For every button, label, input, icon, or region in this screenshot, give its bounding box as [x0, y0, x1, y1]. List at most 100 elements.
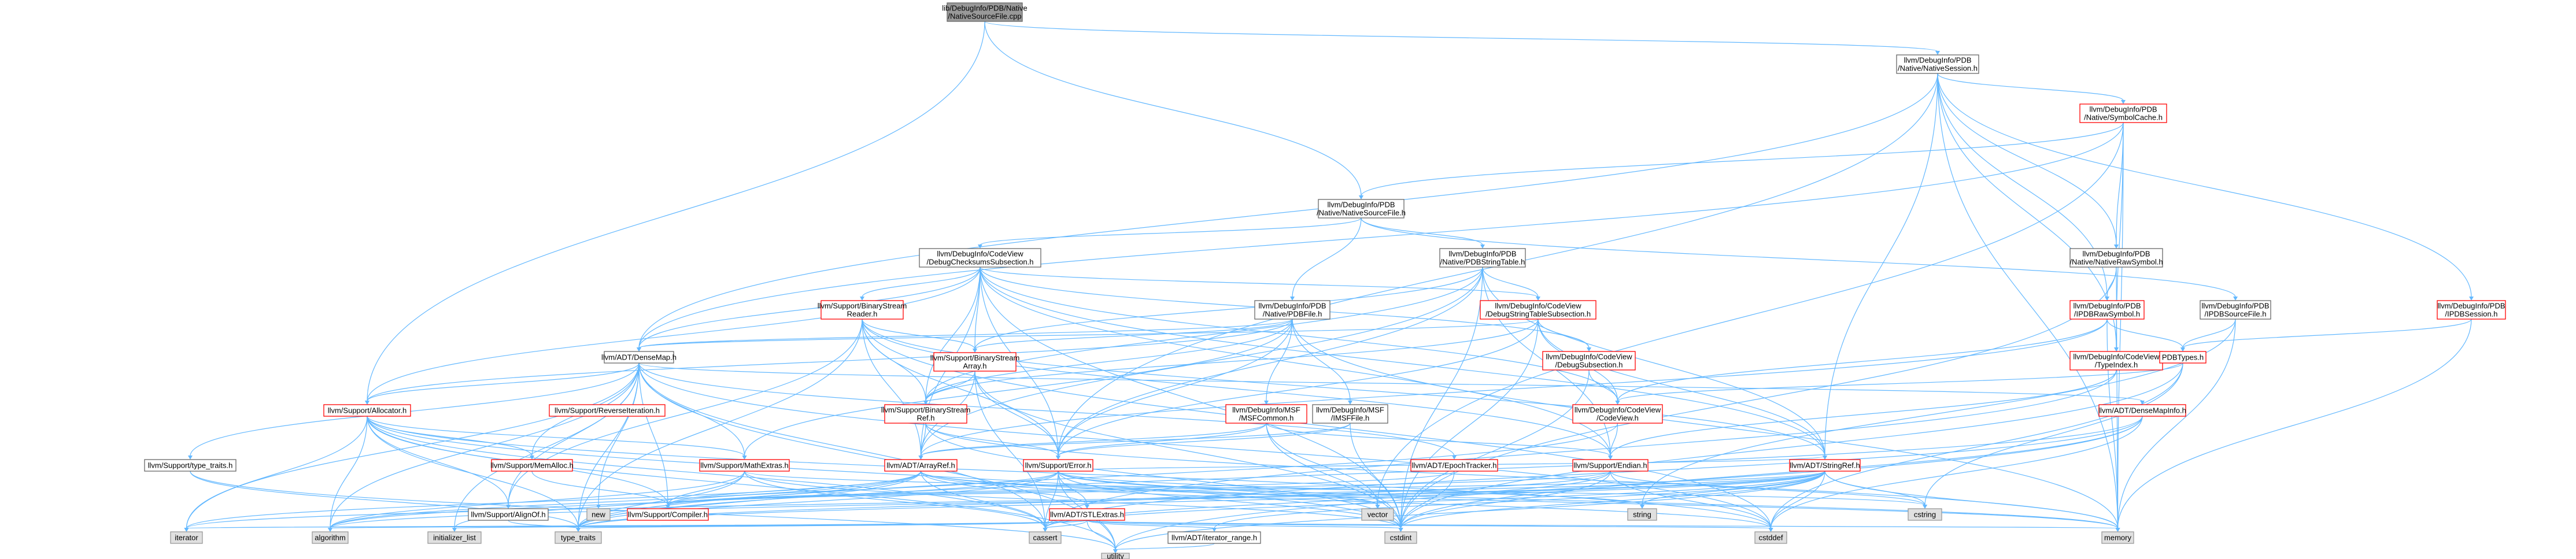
- edge-arrowhead-symcache-to-nrawsym: [2114, 245, 2119, 249]
- node-dbgsub[interactable]: llvm/DebugInfo/CodeView/DebugSubsection.…: [1542, 351, 1636, 371]
- node-typetraits_h[interactable]: llvm/Support/type_traits.h: [144, 459, 236, 472]
- edge-allocator-to-utility: [367, 416, 1116, 550]
- edge-arrowhead-pdbfile-to-imsffile: [1348, 401, 1352, 405]
- edge-arrowhead-nsourcefile_h-to-dbgchk: [978, 245, 982, 249]
- node-ipdbsess[interactable]: llvm/DebugInfo/PDB/IPDBSession.h: [2437, 300, 2506, 320]
- node-iterrange[interactable]: llvm/ADT/iterator_range.h: [1167, 531, 1261, 544]
- edge-arrowhead-bsarray-to-bsref: [923, 401, 928, 405]
- node-label: /TypeIndex.h: [2095, 361, 2138, 369]
- node-label: llvm/DebugInfo/PDB: [1904, 56, 1971, 65]
- node-memalloc[interactable]: llvm/Support/MemAlloc.h: [490, 459, 574, 472]
- node-ipdbsrc[interactable]: llvm/DebugInfo/PDB/IPDBSourceFile.h: [2200, 300, 2271, 320]
- edge-arrayref-to-iterator: [186, 471, 922, 529]
- node-stringref[interactable]: llvm/ADT/StringRef.h: [1789, 459, 1861, 472]
- edge-typeindex-to-cassert: [1044, 369, 2117, 529]
- edge-densemap-to-compiler: [638, 362, 668, 506]
- node-label: llvm/ADT/DenseMapInfo.h: [2098, 406, 2186, 415]
- node-typeindex[interactable]: llvm/DebugInfo/CodeView/TypeIndex.h: [2069, 351, 2163, 371]
- edge-symcache-to-vector: [1377, 122, 2124, 506]
- node-epoch[interactable]: llvm/ADT/EpochTracker.h: [1410, 459, 1498, 472]
- edge-imsffile-to-cstdint: [1350, 423, 1402, 529]
- node-codeview[interactable]: llvm/DebugInfo/CodeView/CodeView.h: [1572, 404, 1663, 424]
- edge-arrowhead-ipdbsess-to-pdbtypes: [2180, 347, 2185, 351]
- edge-msfcommon-to-error: [1058, 423, 1267, 457]
- node-arrayref[interactable]: llvm/ADT/ArrayRef.h: [884, 459, 958, 472]
- edge-stringref-to-compiler: [667, 471, 1825, 506]
- edge-arrowhead-pdbstrtab-to-dbgstrtab: [1536, 297, 1540, 301]
- edge-stringref-to-algorithm: [330, 471, 1825, 529]
- node-label: llvm/ADT/STLExtras.h: [1050, 510, 1124, 519]
- node-label: /IPDBSourceFile.h: [2205, 310, 2267, 319]
- edge-pdbstrtab-to-cstdint: [1400, 266, 1483, 529]
- node-endian[interactable]: llvm/Support/Endian.h: [1572, 459, 1649, 472]
- node-pdbtypes[interactable]: PDBTypes.h: [2159, 351, 2207, 364]
- node-label: llvm/DebugInfo/PDB: [2201, 302, 2269, 310]
- node-label: /Native/NativeSourceFile.h: [1317, 209, 1406, 217]
- node-box: [1542, 351, 1636, 371]
- node-stlextras[interactable]: llvm/ADT/STLExtras.h: [1049, 508, 1125, 521]
- node-label: llvm/DebugInfo/PDB: [2082, 250, 2150, 258]
- node-densemapinfo[interactable]: llvm/ADT/DenseMapInfo.h: [2098, 404, 2186, 417]
- edge-stlextras-to-iterator: [186, 520, 1088, 529]
- node-nsession[interactable]: llvm/DebugInfo/PDB/Native/NativeSession.…: [1896, 54, 1979, 74]
- node-dbgchk[interactable]: llvm/DebugInfo/CodeView/DebugChecksumsSu…: [919, 248, 1041, 268]
- node-box: [586, 508, 611, 521]
- node-label: /DebugChecksumsSubsection.h: [927, 258, 1034, 266]
- edge-arrowhead-nsession-to-ipdbsess: [2469, 297, 2474, 301]
- node-label: cstdint: [1390, 534, 1412, 542]
- edge-dbgstrtab-to-bsref: [925, 319, 1539, 402]
- edge-allocator-to-cstddef: [367, 416, 1772, 529]
- node-nsourcefile_h[interactable]: llvm/DebugInfo/PDB/Native/NativeSourceFi…: [1317, 199, 1406, 219]
- edge-allocator-to-iterator: [186, 416, 368, 529]
- node-allocator[interactable]: llvm/Support/Allocator.h: [323, 404, 411, 417]
- node-imsffile[interactable]: llvm/DebugInfo/MSF/IMSFFile.h: [1312, 404, 1388, 424]
- edge-dbgsub-to-cstdint: [1400, 369, 1590, 529]
- edge-pdbfile-to-bsarray: [974, 319, 1293, 350]
- node-box: [1572, 404, 1663, 424]
- edge-error-to-memory: [1058, 471, 2119, 529]
- node-nrawsym[interactable]: llvm/DebugInfo/PDB/Native/NativeRawSymbo…: [2069, 248, 2163, 268]
- node-densemap[interactable]: llvm/ADT/DenseMap.h: [601, 351, 677, 364]
- edge-nsourcefile_h-to-pdbstrtab: [1361, 217, 1483, 246]
- nodes-layer: lib/DebugInfo/PDB/Native/NativeSourceFil…: [144, 2, 2506, 559]
- node-label: /IPDBSession.h: [2445, 310, 2497, 319]
- edge-stringref-to-string: [1642, 471, 1825, 506]
- node-box: [170, 531, 203, 544]
- edge-dbgchk-to-bsreader: [862, 266, 981, 298]
- edge-densemap-to-cassert: [638, 362, 1046, 529]
- node-dbgstrtab[interactable]: llvm/DebugInfo/CodeView/DebugStringTable…: [1480, 300, 1596, 320]
- node-mathextras[interactable]: llvm/Support/MathExtras.h: [699, 459, 790, 472]
- node-box: [2437, 300, 2506, 320]
- edge-densemapinfo-to-cstddef: [1770, 416, 2143, 529]
- node-cstring: cstring: [1908, 508, 1942, 521]
- edge-arrowhead-error-to-vector: [1375, 505, 1380, 509]
- node-box: [1312, 404, 1388, 424]
- node-error[interactable]: llvm/Support/Error.h: [1023, 459, 1093, 472]
- node-box: [468, 508, 549, 521]
- edge-stlextras-to-cassert: [1044, 520, 1088, 529]
- node-ipdbraw[interactable]: llvm/DebugInfo/PDB/IPDBRawSymbol.h: [2069, 300, 2145, 320]
- edge-allocator-to-type_traits: [367, 416, 579, 529]
- node-msfcommon[interactable]: llvm/DebugInfo/MSF/MSFCommon.h: [1225, 404, 1307, 424]
- node-box: [821, 300, 904, 320]
- edge-stlextras-to-init_list: [454, 520, 1088, 529]
- node-reverseiter[interactable]: llvm/Support/ReverseIteration.h: [549, 404, 666, 417]
- node-cassert: cassert: [1029, 531, 1062, 544]
- node-pdbstrtab[interactable]: llvm/DebugInfo/PDB/Native/PDBStringTable…: [1439, 248, 1526, 268]
- node-label: llvm/ADT/DenseMap.h: [601, 353, 677, 362]
- node-label: llvm/DebugInfo/MSF: [1232, 406, 1300, 414]
- node-compiler[interactable]: llvm/Support/Compiler.h: [627, 508, 709, 521]
- node-alignof[interactable]: llvm/Support/AlignOf.h: [468, 508, 549, 521]
- edge-mathextras-to-compiler: [667, 471, 745, 506]
- node-root: lib/DebugInfo/PDB/Native/NativeSourceFil…: [942, 2, 1028, 22]
- node-label: llvm/Support/MemAlloc.h: [490, 461, 574, 470]
- node-pdbfile[interactable]: llvm/DebugInfo/PDB/Native/PDBFile.h: [1254, 300, 1330, 320]
- node-box: [884, 404, 967, 424]
- node-symcache[interactable]: llvm/DebugInfo/PDB/Native/SymbolCache.h: [2079, 103, 2167, 123]
- edge-symcache-to-densemap: [638, 122, 2124, 349]
- edge-arrowhead-stlextras-to-iterator: [184, 528, 189, 532]
